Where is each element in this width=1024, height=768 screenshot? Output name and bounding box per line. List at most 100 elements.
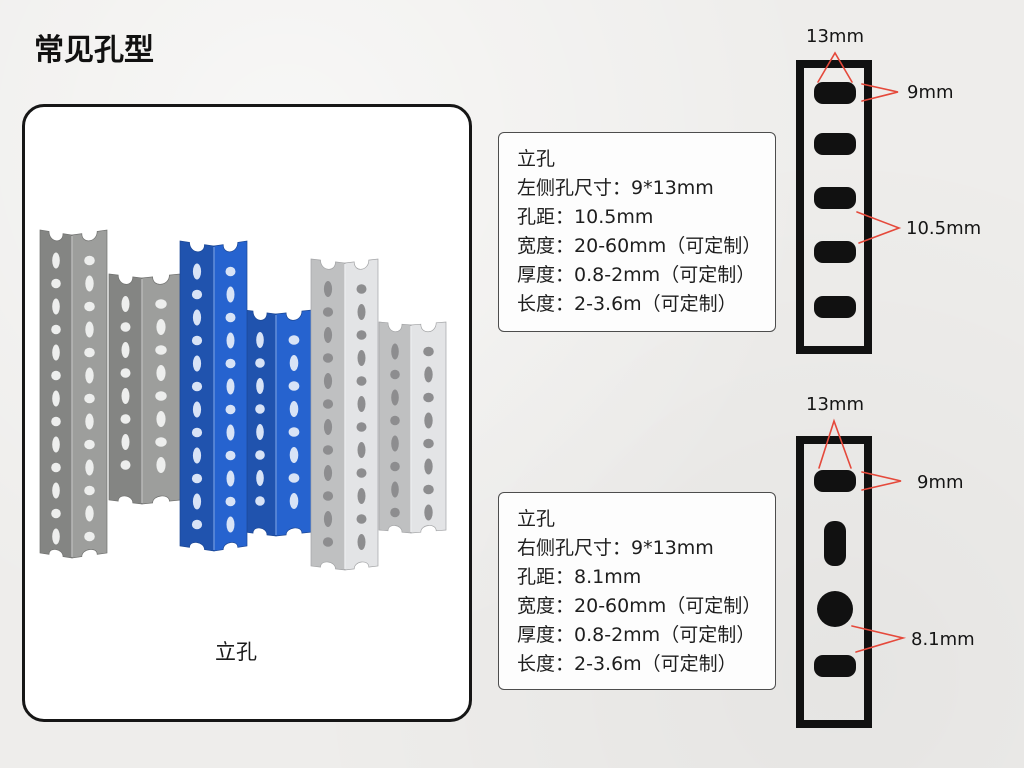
spec-row: 厚度：0.8-2mm（可定制） [517,621,767,650]
bar-hole [226,332,235,349]
bar-hole [51,370,61,381]
product-bar-blue-short [243,309,313,537]
hole-spacing-label: 8.1mm [911,629,975,650]
bar-hole [225,496,236,507]
bar-hole [192,401,202,418]
bar-hole [52,390,60,407]
spec-value: 0.8-2mm（可定制） [574,624,756,646]
hole-diagram-left-side: 13mm 9mm 10.5mm [796,26,981,354]
bar-hole [288,427,300,437]
bar-hole [155,437,167,447]
slot-width-pointer [818,418,852,469]
bar-hole [84,393,95,404]
spec-label: 长度： [517,653,575,675]
bar-hole [391,389,399,406]
bar-hole [226,516,235,533]
bar-hole [84,439,95,450]
slot-height-pointer [861,83,899,102]
bar-hole [155,391,167,401]
bar-hole [423,346,434,357]
slot-height-label: 9mm [917,472,964,493]
bar-hole [85,275,94,292]
bar-hole [52,482,60,499]
bar-hole [423,392,434,403]
spec-row: 左侧孔尺寸：9*13mm [517,174,767,203]
bar-face-right [213,240,248,552]
bar-hole [357,396,366,412]
bar-hole [255,496,265,506]
spec-label: 左侧孔尺寸： [517,177,632,199]
spec-row: 右侧孔尺寸：9*13mm [517,534,767,563]
page-title: 常见孔型 [34,33,154,68]
bar-hole [51,416,61,427]
bar-hole [322,491,334,501]
bar-hole [255,358,265,368]
spec-box-left-hole: 立孔 左侧孔尺寸：9*13mm 孔距：10.5mm 宽度：20-60mm（可定制… [498,132,776,332]
bar-hole [85,459,94,476]
bar-hole [52,528,60,545]
spec-value: 20-60mm（可定制） [574,595,762,617]
bar-hole [288,381,300,391]
bar-hole [356,330,367,340]
bar-hole [84,347,95,358]
spec-box-right-hole: 立孔 右侧孔尺寸：9*13mm 孔距：8.1mm 宽度：20-60mm（可定制）… [498,492,776,690]
spec-label: 孔距： [517,206,575,228]
bar-hole [226,378,235,395]
bar-hole [84,255,95,266]
bar-hole [322,399,334,409]
bar-hole [52,344,60,361]
spec-value: 0.8-2mm（可定制） [574,264,756,286]
horizontal-slot-icon [814,470,856,492]
vertical-slot-icon [824,521,846,566]
angle-face-outline [796,60,872,354]
bar-hole [121,342,130,358]
bar-hole [322,537,334,547]
product-bar-white-tall [310,258,379,571]
bar-hole [423,484,434,495]
bar-hole [192,355,202,372]
bar-hole [156,365,166,381]
bar-hole [289,355,299,371]
slot-height-label: 9mm [907,82,954,103]
bar-hole [356,514,367,524]
spec-value: 2-3.6m（可定制） [574,293,737,315]
spec-value: 2-3.6m（可定制） [574,653,737,675]
horizontal-slot-icon [814,655,856,677]
bar-hole [424,412,433,429]
spec-label: 宽度： [517,595,575,617]
bar-hole [156,457,166,473]
spec-row: 宽度：20-60mm（可定制） [517,232,767,261]
horizontal-slot-icon [814,133,856,155]
bar-hole [120,414,131,424]
bar-hole [51,462,61,473]
spec-row: 孔距：10.5mm [517,203,767,232]
bar-hole [256,424,264,440]
bar-hole [51,324,61,335]
bar-hole [226,424,235,441]
bar-hole [52,252,60,269]
bar-hole [85,321,94,338]
hole-diagram-right-side: 13mm 9mm 8.1mm [796,394,975,728]
bar-hole [226,286,235,303]
bar-hole [391,343,399,360]
bar-hole [323,281,333,297]
bar-hole [225,312,236,323]
bar-hole [192,447,202,464]
bar-hole [256,470,264,486]
bar-hole [356,422,367,432]
spec-heading: 立孔 [517,508,556,530]
bar-hole [357,488,366,504]
bar-hole [85,505,94,522]
bar-hole [156,319,166,335]
hole-spacing-pointer [851,625,907,653]
bar-hole [288,473,300,483]
bar-hole [156,411,166,427]
spec-label: 厚度： [517,264,575,286]
spec-heading: 立孔 [517,148,556,170]
horizontal-slot-icon [814,241,856,263]
bar-hole [356,284,367,294]
angle-face-outline [796,436,872,728]
bar-hole [323,419,333,435]
bar-hole [225,266,236,277]
spec-label: 宽度： [517,235,575,257]
